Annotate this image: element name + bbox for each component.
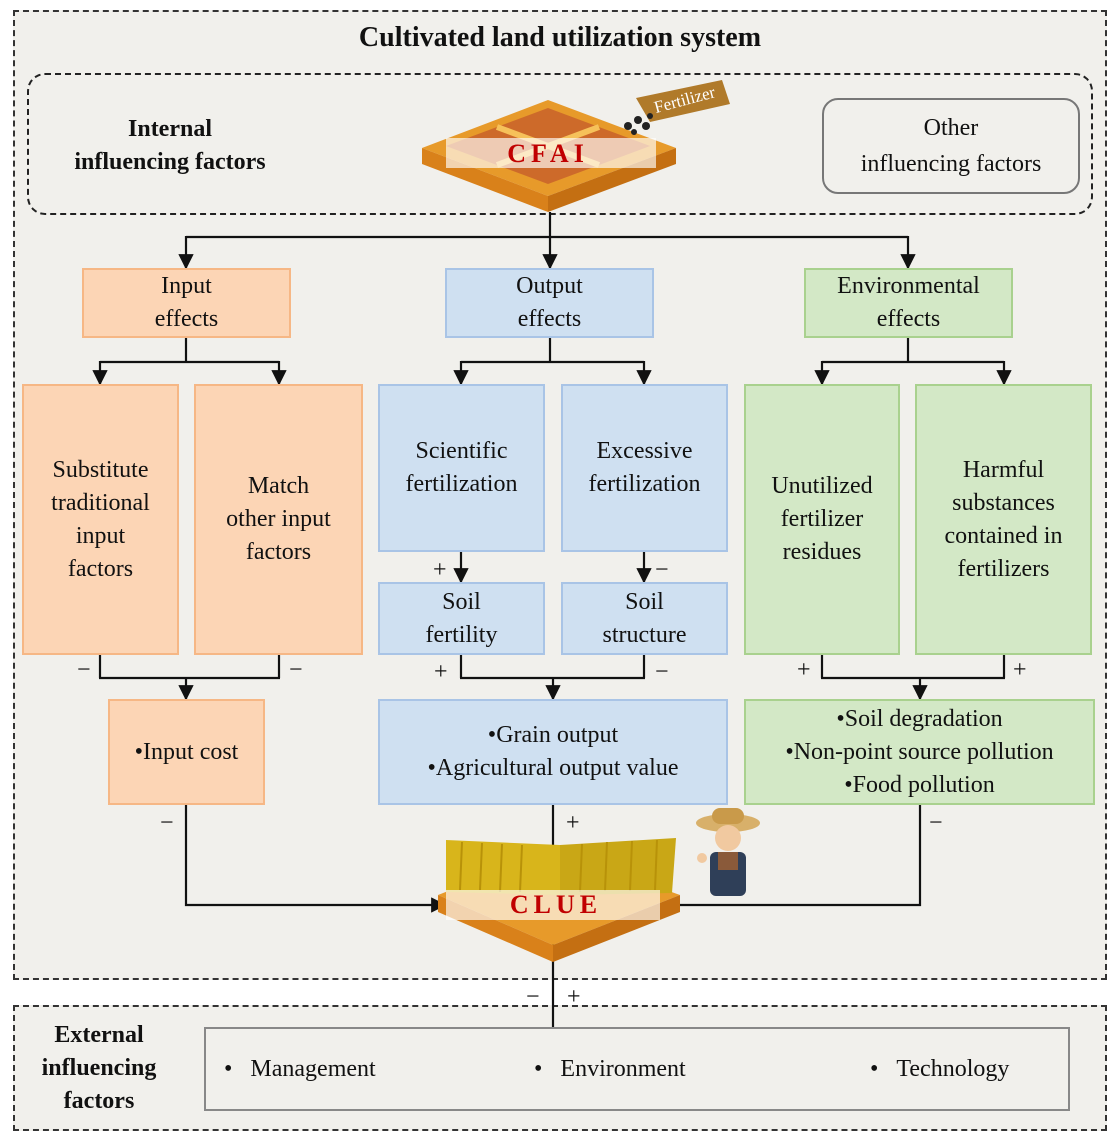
sign-plus-unutilized: + — [797, 657, 811, 683]
sign-plus-grain: + — [566, 810, 580, 836]
soil-structure-box: Soil structure — [561, 582, 728, 655]
sign-minus-excessive: − — [655, 557, 669, 583]
sign-plus-harmful: + — [1013, 657, 1027, 683]
external-factors-box: •Management •Environment •Technology — [204, 1027, 1070, 1111]
sign-plus-fertility: + — [434, 659, 448, 685]
input-effects-box: Input effects — [82, 268, 291, 338]
scientific-fertilization-box: Scientific fertilization — [378, 384, 545, 552]
input-cost-box: •Input cost — [108, 699, 265, 805]
sign-plus-scientific: + — [433, 557, 447, 583]
unutilized-residues-box: Unutilized fertilizer residues — [744, 384, 900, 655]
external-item-environment: •Environment — [534, 1055, 686, 1082]
cfai-field-illustration — [422, 80, 730, 212]
sign-minus-structure: − — [655, 659, 669, 685]
farmer-illustration — [696, 808, 760, 896]
grain-output-box: •Grain output •Agricultural output value — [378, 699, 728, 805]
substitute-inputs-box: Substitute traditional input factors — [22, 384, 179, 655]
other-factors-box: Other influencing factors — [822, 98, 1080, 194]
harmful-substances-box: Harmful substances contained in fertiliz… — [915, 384, 1092, 655]
external-item-management: •Management — [224, 1055, 376, 1082]
excessive-fertilization-box: Excessive fertilization — [561, 384, 728, 552]
internal-factors-label: Internal influencing factors — [74, 116, 266, 175]
sign-minus-substitute: − — [77, 657, 91, 683]
output-effects-box: Output effects — [445, 268, 654, 338]
sign-plus-external: + — [567, 984, 581, 1010]
sign-minus-external: − — [526, 984, 540, 1010]
match-inputs-box: Match other input factors — [194, 384, 363, 655]
sign-minus-match: − — [289, 657, 303, 683]
sign-minus-pollution: − — [929, 810, 943, 836]
environmental-effects-box: Environmental effects — [804, 268, 1013, 338]
external-factors-label: External influencing factors — [41, 1022, 157, 1114]
pollution-box: •Soil degradation •Non-point source poll… — [744, 699, 1095, 805]
cfai-label: CFAI — [507, 139, 589, 168]
clue-field-illustration — [438, 838, 680, 962]
sign-minus-input-cost: − — [160, 810, 174, 836]
diagram-title: Cultivated land utilization system — [358, 22, 762, 53]
clue-label: CLUE — [510, 890, 602, 919]
external-item-technology: •Technology — [870, 1055, 1010, 1082]
soil-fertility-box: Soil fertility — [378, 582, 545, 655]
